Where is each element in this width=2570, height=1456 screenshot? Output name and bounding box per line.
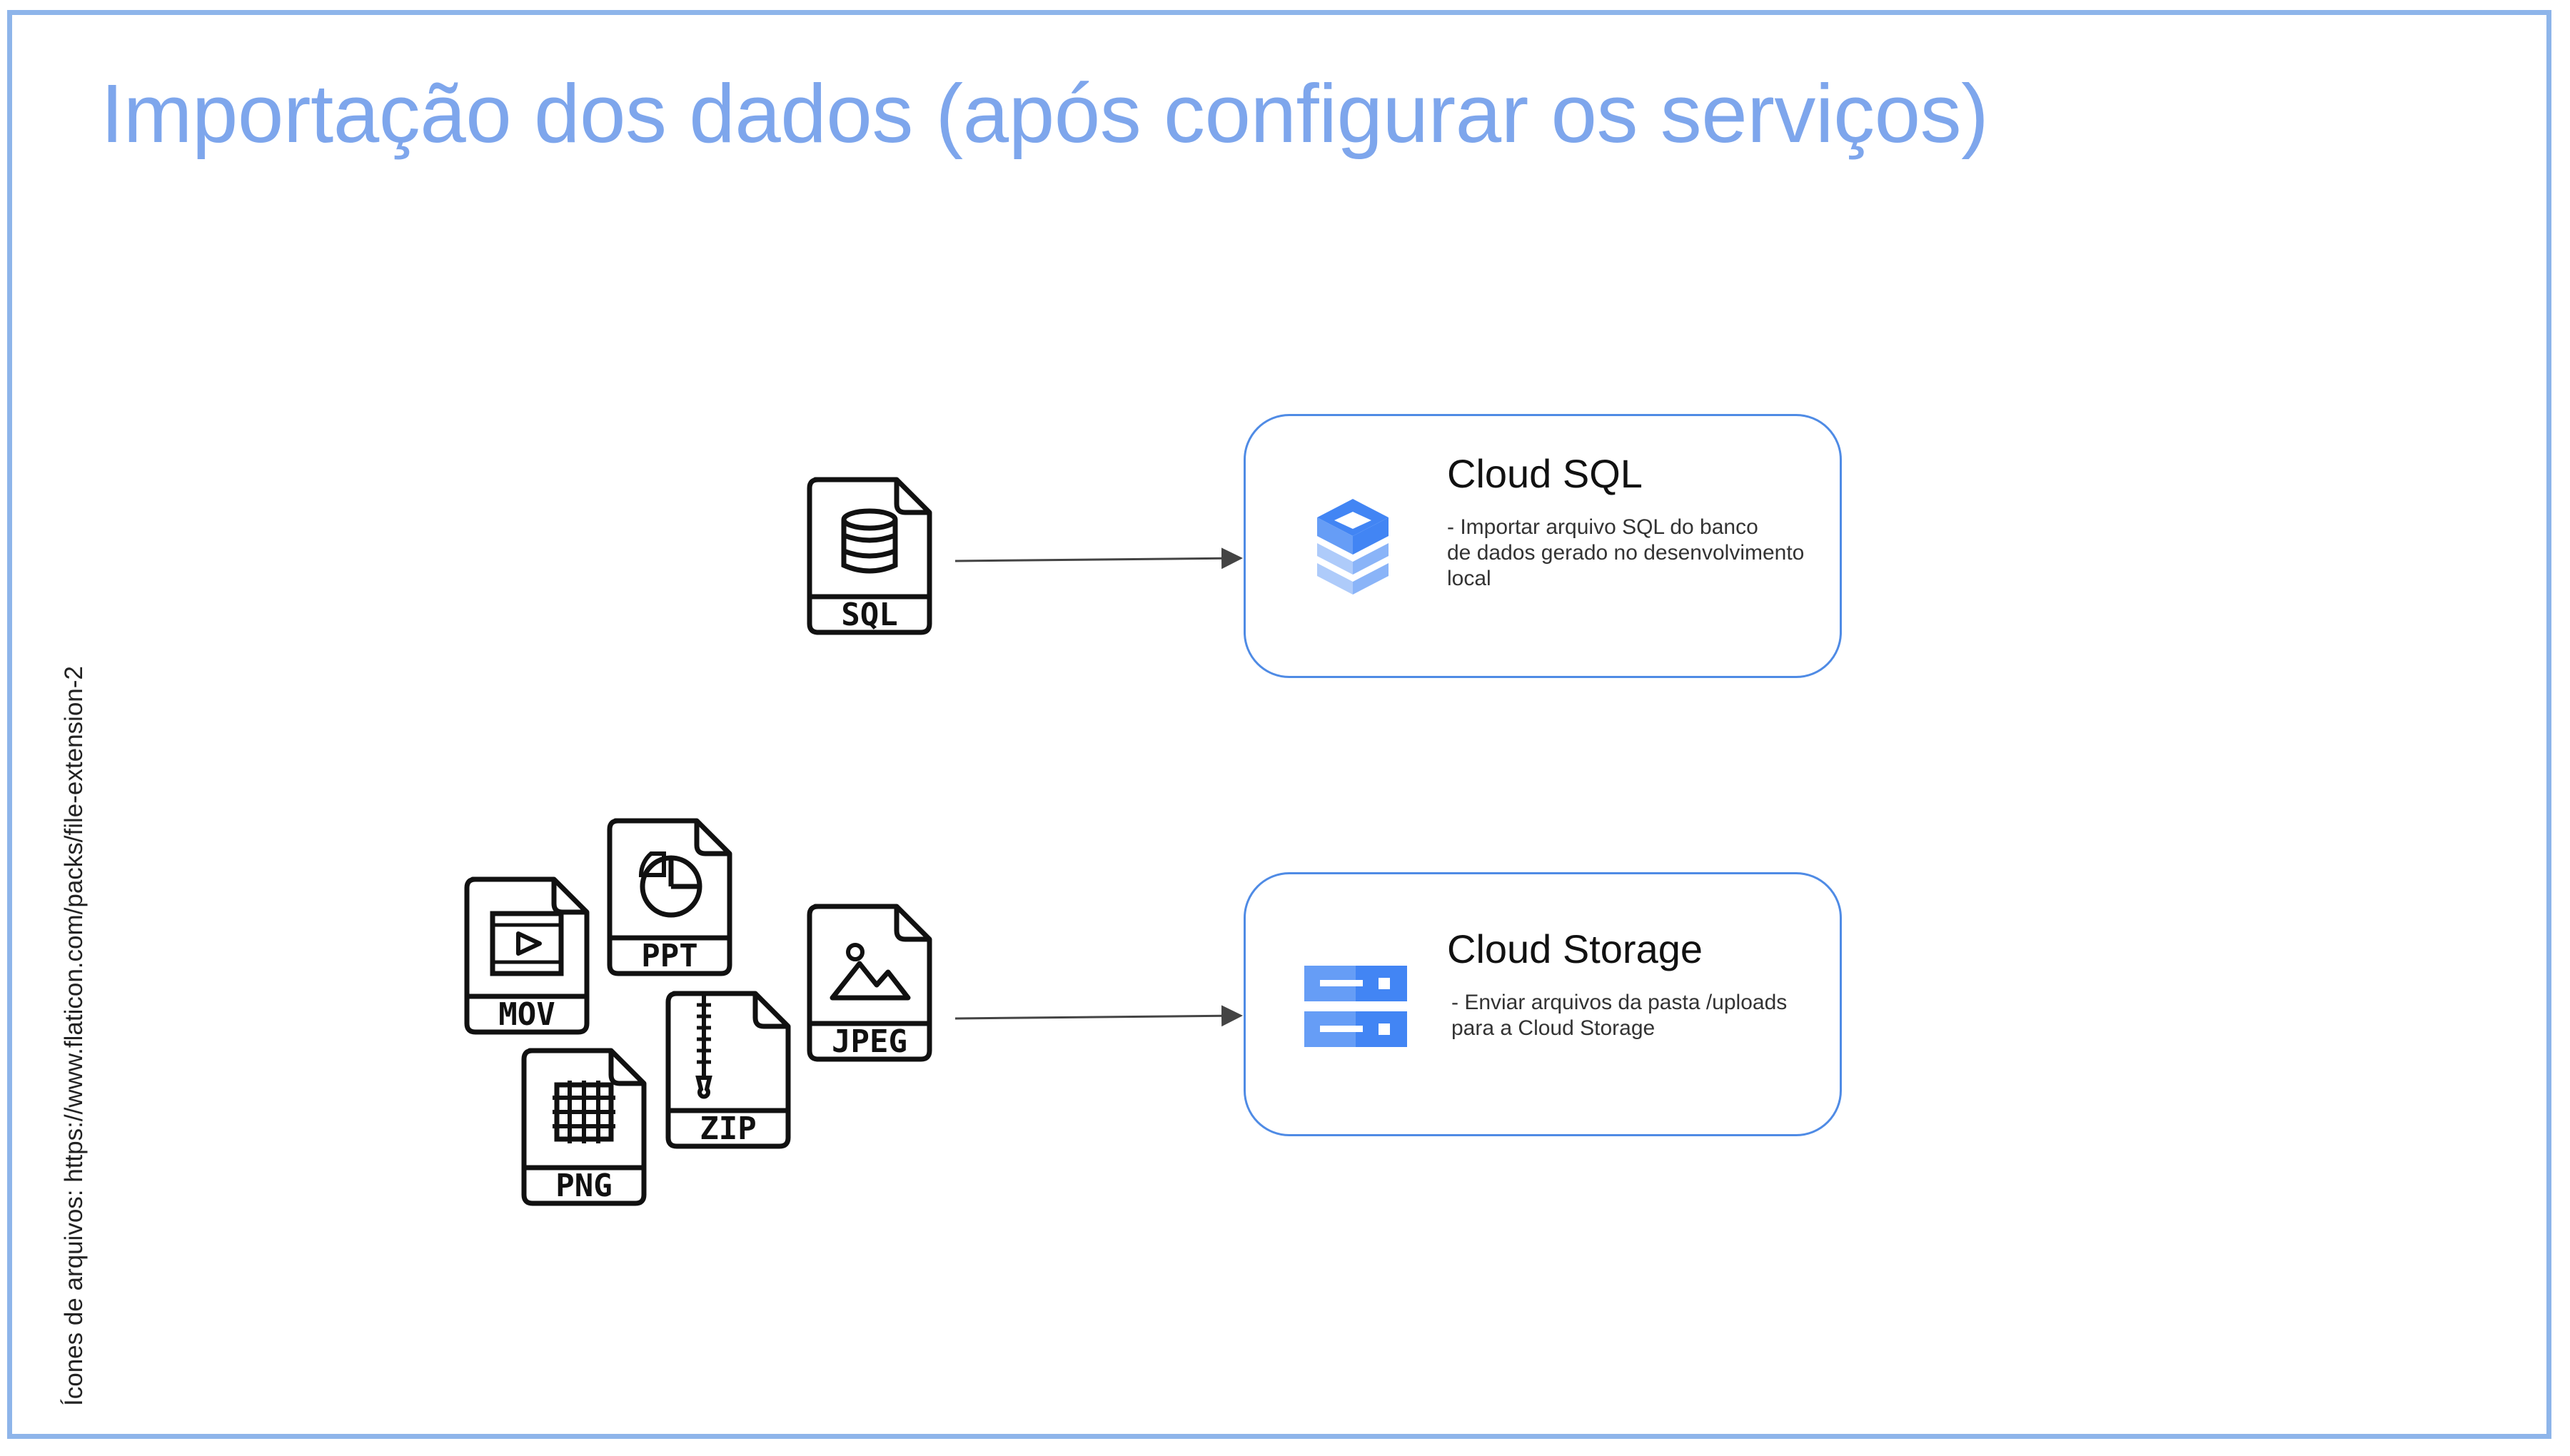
cloud-storage-icon (1304, 966, 1407, 1047)
cloud-sql-description: - Importar arquivo SQL do banco de dados… (1447, 515, 1805, 590)
jpeg-file-icon: JPEG (807, 904, 932, 1062)
slide-title: Importação dos dados (após configurar os… (101, 67, 1989, 160)
zip-file-icon: ZIP (665, 991, 791, 1149)
cloud-storage-card[interactable]: Cloud Storage - Enviar arquivos da pasta… (1244, 872, 1842, 1136)
sql-file-icon: SQL (807, 477, 932, 635)
mov-file-label: MOV (498, 996, 555, 1033)
png-file-label: PNG (555, 1168, 612, 1204)
cloud-sql-title: Cloud SQL (1447, 451, 1643, 496)
cloud-storage-description: - Enviar arquivos da pasta /uploads para… (1451, 991, 1788, 1040)
cloud-storage-title: Cloud Storage (1447, 926, 1703, 971)
ppt-file-icon: PPT (607, 818, 732, 976)
zip-file-label: ZIP (700, 1111, 756, 1147)
arrow-sql-to-cloud-sql (954, 547, 1243, 570)
jpeg-file-label: JPEG (832, 1023, 907, 1060)
png-file-icon: PNG (521, 1048, 647, 1206)
cloud-sql-icon (1317, 499, 1389, 595)
arrow-files-to-cloud-storage (954, 1005, 1243, 1027)
cloud-sql-card[interactable]: Cloud SQL - Importar arquivo SQL do banc… (1244, 414, 1842, 678)
mov-file-icon: MOV (464, 876, 590, 1035)
ppt-file-label: PPT (641, 938, 697, 974)
sql-file-label: SQL (841, 597, 897, 633)
slide-frame (7, 10, 2551, 1439)
